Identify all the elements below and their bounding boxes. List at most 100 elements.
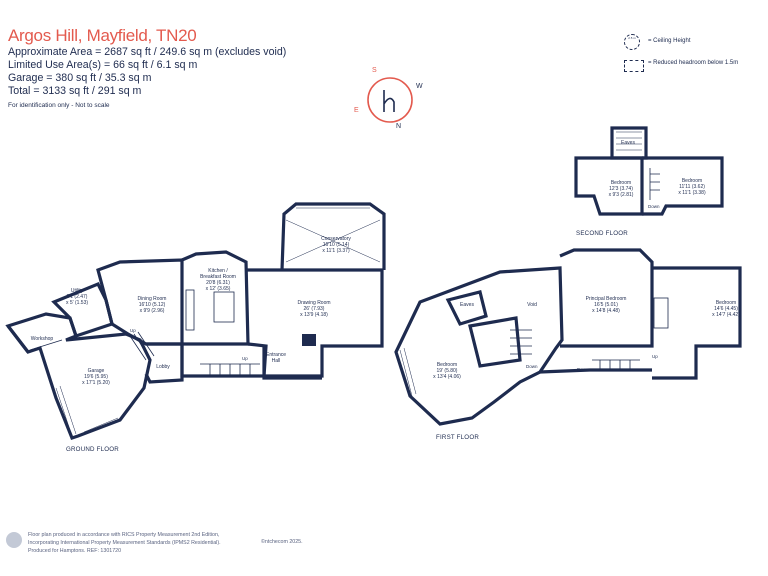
second-floor-walls	[574, 126, 724, 216]
workshop-divider	[29, 339, 63, 351]
room-kitchen: Kitchen / Breakfast Room 20'8 (6.31) x 1…	[200, 268, 236, 292]
room-name: Eaves	[621, 140, 635, 146]
room-bedroom-left: Bedroom 19' (5.80) x 13'4 (4.06)	[433, 362, 461, 380]
room-name: Bedroom	[681, 178, 703, 184]
reduced-headroom-icon	[624, 60, 644, 72]
room-name: Bedroom	[436, 362, 458, 368]
room-eaves-second: Eaves	[621, 140, 635, 146]
room-dims: 16'10 (5.12)	[138, 302, 166, 308]
stair-down-label: Down	[577, 367, 589, 372]
compass-w: W	[416, 83, 423, 90]
room-dims: 19' (5.80)	[436, 368, 458, 374]
area-line: Approximate Area = 2687 sq ft / 249.6 sq…	[8, 46, 287, 58]
room-dims: x 11'1 (3.37)	[322, 248, 350, 254]
stair-treads	[129, 331, 155, 361]
room-dining: Dining Room 16'10 (5.12) x 9'9 (2.96)	[138, 296, 167, 314]
second-right-outline	[642, 156, 724, 216]
compass-ring	[367, 77, 413, 123]
room-name: Utility	[70, 288, 84, 294]
bedroom-right-outline	[652, 266, 742, 380]
room-dims: 8'1 (2.47)	[66, 294, 88, 300]
room-dims: x 9'9 (2.96)	[139, 308, 165, 314]
principal-outline	[559, 248, 654, 348]
room-lobby: Lobby	[156, 364, 170, 370]
compass-icon: S W E N	[354, 67, 423, 130]
room-utility: Utility 8'1 (2.47) x 5' (1.53)	[66, 288, 88, 306]
room-void: Void	[527, 302, 537, 308]
stair-down-label: Down	[526, 364, 538, 369]
room-name: Lobby	[156, 364, 170, 370]
eaves-second	[610, 126, 648, 160]
room-name: Entrance	[265, 352, 287, 358]
room-dims: x 12' (3.65)	[205, 286, 231, 292]
workshop-wall	[6, 325, 30, 353]
kitchen-lower	[180, 342, 268, 378]
room-bedroom-second-left: Bedroom 12'3 (3.74) x 9'3 (2.81)	[609, 180, 634, 198]
second-floor-label: SECOND FLOOR	[576, 230, 628, 237]
room-name: Hall	[271, 358, 281, 364]
room-dims: x 14'7 (4.42)	[712, 312, 740, 318]
room-garage: Garage 19'6 (5.95) x 17'1 (5.20)	[82, 368, 110, 386]
room-entrance-hall: Entrance Hall	[266, 352, 286, 364]
room-name: Kitchen /	[208, 268, 228, 274]
room-dims: 12'3 (3.74)	[609, 186, 633, 192]
footer-line: Floor plan produced in accordance with R…	[28, 532, 220, 538]
ceiling-height-icon: 2.5 m	[624, 34, 640, 50]
room-bedroom-right: Bedroom 14'6 (4.45) x 14'7 (4.42)	[712, 300, 740, 318]
area-summary: Approximate Area = 2687 sq ft / 249.6 sq…	[8, 46, 286, 98]
room-bedroom-second-right: Bedroom 11'11 (3.62) x 11'1 (3.38)	[678, 178, 705, 196]
first-floor-walls	[394, 248, 742, 426]
ground-floor-walls	[5, 202, 386, 440]
room-name: Void	[527, 302, 537, 308]
conservatory-outline	[280, 202, 386, 271]
footer-notes: Floor plan produced in accordance with R…	[28, 531, 221, 555]
area-line: Limited Use Area(s) = 66 sq ft / 6.1 sq …	[8, 59, 198, 71]
room-name: Principal Bedroom	[585, 296, 627, 302]
room-name: Bedroom	[610, 180, 632, 186]
stair-up-label: Up	[242, 356, 248, 361]
room-dims: x 9'3 (2.81)	[608, 192, 634, 198]
kitchen-island	[213, 291, 235, 323]
bedroom-left-window	[399, 347, 417, 397]
room-name: Bedroom	[715, 300, 737, 306]
room-name: Conservatory	[321, 236, 351, 242]
drawing-outline	[246, 268, 384, 378]
hall-stair-treads	[200, 363, 260, 376]
entrance-outline	[262, 346, 322, 380]
compass-n: N	[396, 123, 401, 130]
room-dims: 20'8 (6.31)	[206, 280, 230, 286]
legend-headroom-text: = Reduced headroom below 1.5m	[648, 60, 739, 66]
room-dims: x 17'1 (5.20)	[82, 380, 110, 386]
room-name: Breakfast Room	[200, 274, 236, 280]
room-dims: x 13'4 (4.06)	[433, 374, 461, 380]
ground-floor-label: GROUND FLOOR	[66, 446, 119, 453]
compass-s: S	[372, 67, 377, 74]
stair-up-label: Up	[130, 328, 136, 333]
room-conservatory: Conservatory 16'10 (5.14) x 11'1 (3.37)	[321, 236, 351, 254]
chimney-block	[302, 334, 316, 346]
compass-e: E	[354, 107, 359, 114]
room-principal-bedroom: Principal Bedroom 16'5 (5.01) x 14'8 (4.…	[586, 296, 627, 314]
ensuite-bath	[653, 297, 669, 329]
kitchen-counter	[185, 289, 195, 331]
room-drawing: Drawing Room 26' (7.93) x 13'9 (4.18)	[297, 300, 330, 318]
room-name: Workshop	[30, 336, 54, 342]
lobby-outline	[144, 342, 184, 384]
compass-logo-glyph	[383, 90, 395, 112]
bathroom-first	[468, 316, 522, 368]
disclaimer: For identification only - Not to scale	[8, 102, 110, 109]
area-line: Total = 3133 sq ft / 291 sq m	[8, 85, 142, 97]
footer-line: Produced for Hamptons. REF: 1301720	[28, 548, 122, 554]
room-dims: 16'5 (5.01)	[594, 302, 618, 308]
room-dims: 26' (7.93)	[303, 306, 325, 312]
room-dims: x 14'8 (4.48)	[592, 308, 620, 314]
room-name: Garage	[87, 368, 105, 374]
room-name: Eaves	[460, 302, 474, 308]
room-workshop: Workshop	[31, 336, 53, 342]
landing-wall	[539, 368, 652, 374]
first-floor-label: FIRST FLOOR	[436, 434, 479, 441]
room-dims: x 13'9 (4.18)	[300, 312, 328, 318]
room-name: Dining Room	[137, 296, 167, 302]
legend-ceiling-text: = Ceiling Height	[648, 38, 691, 44]
